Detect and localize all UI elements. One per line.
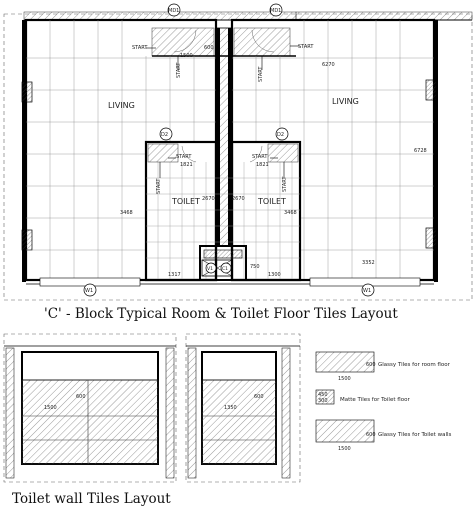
dim-1821-right: 1821	[256, 162, 269, 168]
svg-text:C1: C1	[222, 266, 228, 272]
start-label: START	[258, 66, 264, 82]
legend: 1500 600 Glassy Tiles for room floor 450…	[315, 351, 452, 452]
dim-3352: 3352	[362, 260, 375, 266]
svg-text:600: 600	[366, 432, 376, 438]
dim-2670-right: 2670	[232, 196, 245, 202]
dim-3468-left: 3468	[120, 210, 133, 216]
marker-w1-left: W1	[83, 283, 97, 297]
dim-6728: 6728	[414, 148, 427, 154]
start-label: START	[176, 62, 182, 78]
start-label: START	[252, 154, 268, 160]
svg-text:V1: V1	[207, 266, 213, 272]
legend-label: Matte Tiles for Toilet floor	[340, 397, 410, 403]
svg-text:300: 300	[318, 398, 328, 404]
top-wall-right	[295, 11, 473, 21]
room-label-toilet-left: TOILET	[171, 197, 200, 206]
wall-title: Toilet wall Tiles Layout	[12, 491, 171, 507]
marker-d2-left: D2	[159, 127, 173, 141]
start-label: START	[132, 45, 148, 51]
marker-md1-right: MD1	[269, 3, 283, 17]
dim-750: 750	[250, 264, 260, 270]
left-room-grid	[26, 20, 216, 280]
svg-text:600: 600	[366, 362, 376, 368]
dim-600: 600	[204, 45, 214, 51]
start-label: START	[298, 44, 314, 50]
left-column-bottom	[21, 229, 33, 251]
dim-3468-right: 3468	[284, 210, 297, 216]
marker-md1-left: MD1	[167, 3, 181, 17]
marker-c1: C1	[220, 262, 232, 274]
wall-left-dim-1500: 1500	[44, 405, 57, 411]
marker-d2-right: D2	[275, 127, 289, 141]
dim-6270: 6270	[322, 62, 335, 68]
start-label: START	[156, 178, 162, 194]
svg-text:D2: D2	[277, 132, 284, 138]
dim-2670-left: 2670	[202, 196, 215, 202]
wall-left-dim-600: 600	[76, 394, 86, 400]
svg-text:D2: D2	[161, 132, 168, 138]
svg-text:W1: W1	[85, 288, 93, 294]
legend-item-toilet-walls: 1500 600 Glassy Tiles for Toilet walls	[315, 419, 452, 452]
dim-1300: 1300	[268, 272, 281, 278]
start-arrows	[146, 45, 300, 178]
legend-item-toilet-floor: 450 300 Matte Tiles for Toilet floor	[315, 389, 410, 405]
right-column-bottom	[425, 227, 437, 249]
svg-text:W1: W1	[363, 288, 371, 294]
room-label-toilet-right: TOILET	[257, 197, 286, 206]
dim-1821-left: 1821	[180, 162, 193, 168]
wall-right-dim-1350: 1350	[224, 405, 237, 411]
start-label: START	[176, 154, 192, 160]
dim-1317: 1317	[168, 272, 181, 278]
svg-text:MD1: MD1	[168, 8, 179, 14]
room-label-living-left: LIVING	[108, 101, 135, 110]
svg-text:MD1: MD1	[270, 8, 281, 14]
top-wall	[23, 11, 297, 21]
left-room-outline	[24, 18, 218, 282]
wall-right-dim-600: 600	[254, 394, 264, 400]
floor-plan: START START START START START START STAR…	[3, 3, 473, 301]
plan-title: 'C' - Block Typical Room & Toilet Floor …	[44, 306, 398, 322]
room-label-living-right: LIVING	[332, 97, 359, 106]
svg-text:1500: 1500	[338, 446, 351, 452]
svg-text:450: 450	[318, 392, 328, 398]
start-label: START	[282, 176, 288, 192]
entry-left	[151, 27, 215, 57]
wall-layout-right: 1350 600	[185, 333, 301, 483]
dim-1500: 1500	[180, 53, 193, 59]
toilet-grid	[146, 162, 300, 280]
marker-w1-right: W1	[361, 283, 375, 297]
legend-item-room-floor: 1500 600 Glassy Tiles for room floor	[315, 351, 451, 382]
svg-text:1500: 1500	[338, 376, 351, 382]
right-room-grid	[232, 20, 434, 280]
legend-label: Glassy Tiles for room floor	[378, 362, 451, 368]
marker-v1: V1	[205, 262, 217, 274]
legend-label: Glassy Tiles for Toilet walls	[378, 432, 452, 438]
entry-right	[233, 27, 291, 57]
wall-layout-left: 1500 600	[3, 333, 177, 483]
left-column-top	[21, 81, 33, 103]
